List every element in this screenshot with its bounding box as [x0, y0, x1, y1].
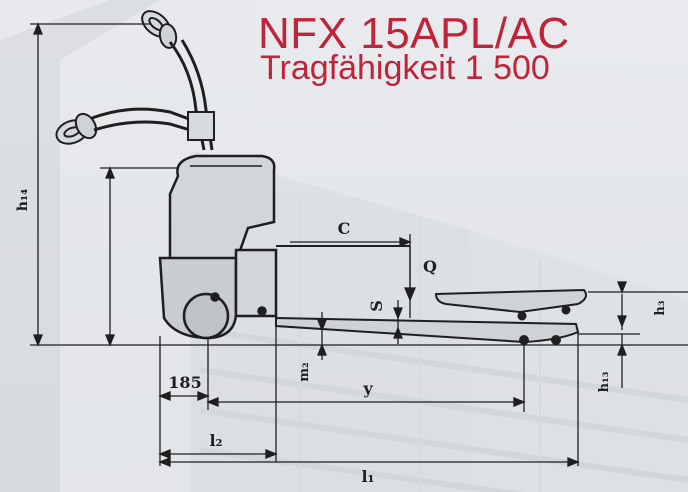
label-h3: h₃ — [653, 300, 668, 315]
label-y: y — [362, 379, 373, 398]
label-h14: h₁₄ — [15, 189, 31, 211]
label-l1: l₁ — [361, 467, 374, 486]
truck-body — [158, 154, 278, 340]
label-c: C — [338, 219, 351, 238]
tiller-lowered — [55, 107, 215, 145]
tiller-upright — [141, 10, 214, 151]
model-title: NFX 15APL/AC — [258, 9, 570, 58]
label-185: 185 — [168, 373, 201, 392]
title-block: NFX 15APL/AC Tragfähigkeit 1 500 — [258, 9, 570, 87]
label-s: S — [367, 300, 386, 312]
capacity-subtitle: Tragfähigkeit 1 500 — [260, 49, 550, 87]
label-l2: l₂ — [209, 431, 222, 450]
label-h13: h₁₃ — [597, 371, 612, 392]
dimension-lines — [30, 22, 688, 467]
label-q: Q — [423, 257, 437, 276]
label-m2: m₂ — [297, 362, 312, 381]
fork-raised — [434, 288, 587, 321]
